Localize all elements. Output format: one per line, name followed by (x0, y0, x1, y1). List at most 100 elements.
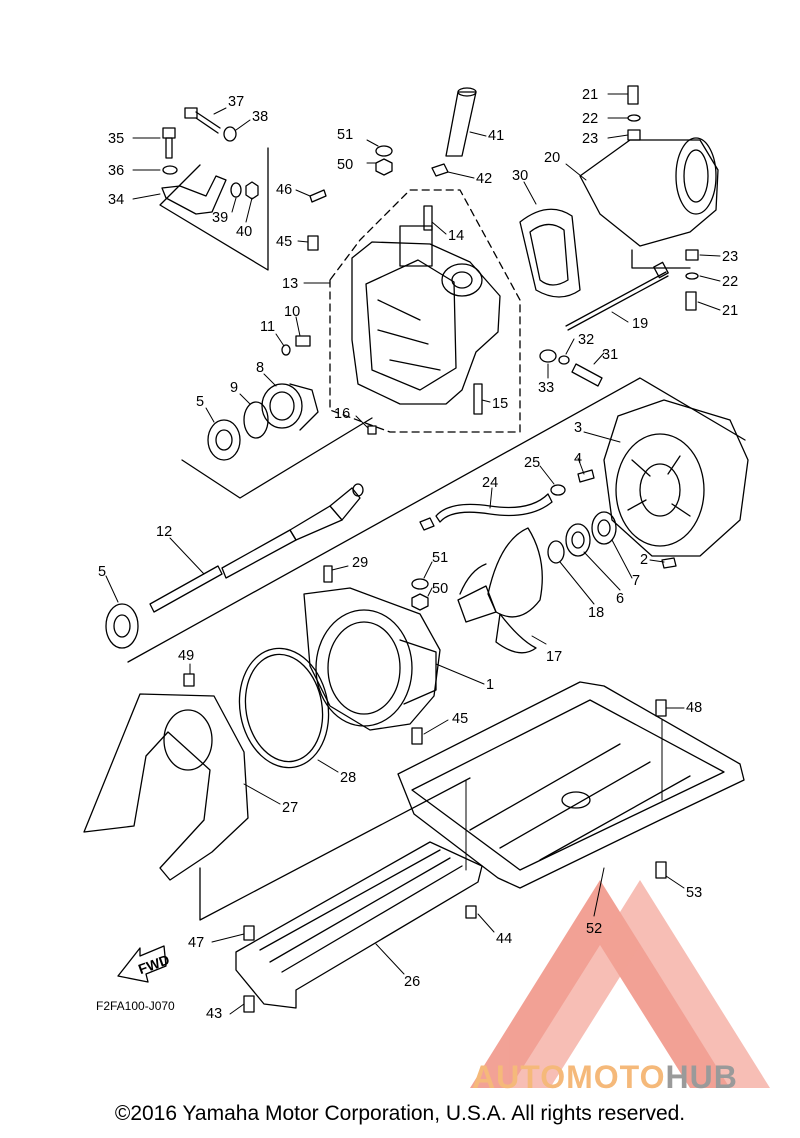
part-38-washer (223, 126, 237, 142)
part-19-rod (565, 261, 669, 331)
label-43: 43 (206, 1006, 222, 1022)
label-33: 33 (538, 380, 554, 396)
label-38: 38 (252, 109, 268, 125)
label-27: 27 (282, 800, 298, 816)
label-26: 26 (404, 974, 420, 990)
part-2-plug (661, 557, 677, 569)
part-53-bolt (655, 861, 667, 879)
label-25: 25 (524, 455, 540, 471)
part-35-bolt (162, 127, 176, 159)
part-25-clamp (550, 484, 566, 496)
label-42: 42 (476, 171, 492, 187)
label-30: 30 (512, 168, 528, 184)
part-24-clip (419, 517, 435, 531)
part-37-bolt (184, 107, 221, 134)
label-17: 17 (546, 649, 562, 665)
part-45-bolt (307, 235, 319, 251)
part-20-nozzle (579, 137, 719, 247)
part-17-impeller (457, 527, 543, 654)
label-52: 52 (586, 921, 602, 937)
bracket-12 (127, 377, 746, 663)
part-29-fitting (323, 565, 333, 583)
part-3-duct (603, 399, 749, 557)
part-44-bolt (465, 905, 477, 919)
part-41-pipe (445, 87, 477, 157)
label-4: 4 (574, 451, 582, 467)
label-7: 7 (632, 573, 640, 589)
label-41: 41 (488, 128, 504, 144)
label-37: 37 (228, 94, 244, 110)
label-48: 48 (686, 700, 702, 716)
watermark-text-part1: AUTOMOTO (472, 1059, 665, 1095)
label-53: 53 (686, 885, 702, 901)
part-21-bolt-top (627, 85, 639, 105)
label-21-bottom: 21 (722, 303, 738, 319)
label-24: 24 (482, 475, 498, 491)
label-29: 29 (352, 555, 368, 571)
label-19: 19 (632, 316, 648, 332)
bracket-5-9 (181, 417, 373, 499)
label-16: 16 (334, 406, 350, 422)
part-32-washer (558, 355, 570, 365)
part-51-oring-lower (411, 578, 429, 590)
label-23-bottom: 23 (722, 249, 738, 265)
label-46: 46 (276, 182, 292, 198)
label-21-top: 21 (582, 87, 598, 103)
label-51-bottom: 51 (432, 550, 448, 566)
label-50-bottom: 50 (432, 581, 448, 597)
part-4-fitting (577, 469, 595, 483)
part-10-bolt (295, 335, 311, 347)
part-52-ride-plate (397, 681, 745, 889)
label-23-top: 23 (582, 131, 598, 147)
bracket-26 (199, 777, 471, 921)
bracket-21-23 (631, 249, 691, 269)
part-36-washer (162, 165, 178, 175)
label-2: 2 (640, 552, 648, 568)
leader-lines (105, 93, 721, 1015)
part-8-cover (261, 383, 319, 431)
part-27-plate (83, 693, 249, 881)
label-13: 13 (282, 276, 298, 292)
label-44: 44 (496, 931, 512, 947)
label-15: 15 (492, 396, 508, 412)
part-23-collar-top (627, 129, 641, 141)
label-45-bottom: 45 (452, 711, 468, 727)
part-18-washer (547, 540, 565, 564)
fwd-arrow-icon (117, 945, 167, 983)
part-31-bolt (571, 363, 603, 387)
label-45-top: 45 (276, 234, 292, 250)
part-7-seal (591, 511, 617, 545)
part-16-pin (367, 425, 377, 435)
part-5-bearing (207, 419, 241, 461)
part-40-nut (245, 181, 259, 200)
label-51-top: 51 (337, 127, 353, 143)
part-22-washer-top (627, 114, 641, 122)
part-6-bearing (565, 523, 591, 557)
part-45-bolt-lower (411, 727, 423, 745)
part-21-bolt-bottom (685, 291, 697, 311)
part-34-bracket (161, 175, 227, 215)
label-5-bottom: 5 (98, 564, 106, 580)
part-11-washer (281, 344, 291, 356)
part-26-grate (235, 841, 483, 1009)
group-outline-13 (329, 189, 521, 433)
parts-diagram: 37 38 35 36 34 39 40 51 50 41 42 46 45 1… (83, 85, 770, 1095)
label-1: 1 (486, 677, 494, 693)
part-1-housing (303, 587, 441, 731)
part-24-hose (435, 493, 553, 523)
part-28-ring (238, 647, 330, 769)
part-46-clip (309, 189, 327, 203)
watermark-text: AUTOMOTOHUB (472, 1059, 738, 1095)
label-8: 8 (256, 360, 264, 376)
label-35: 35 (108, 131, 124, 147)
part-13-housing (351, 225, 501, 405)
part-43-bolt (243, 995, 255, 1013)
label-49: 49 (178, 648, 194, 664)
watermark-text-part2: HUB (665, 1059, 737, 1095)
part-33-collar (539, 349, 557, 363)
label-40: 40 (236, 224, 252, 240)
label-32: 32 (578, 332, 594, 348)
part-47-bolt (243, 925, 255, 941)
label-5-top: 5 (196, 394, 204, 410)
part-30-bracket (519, 208, 581, 298)
